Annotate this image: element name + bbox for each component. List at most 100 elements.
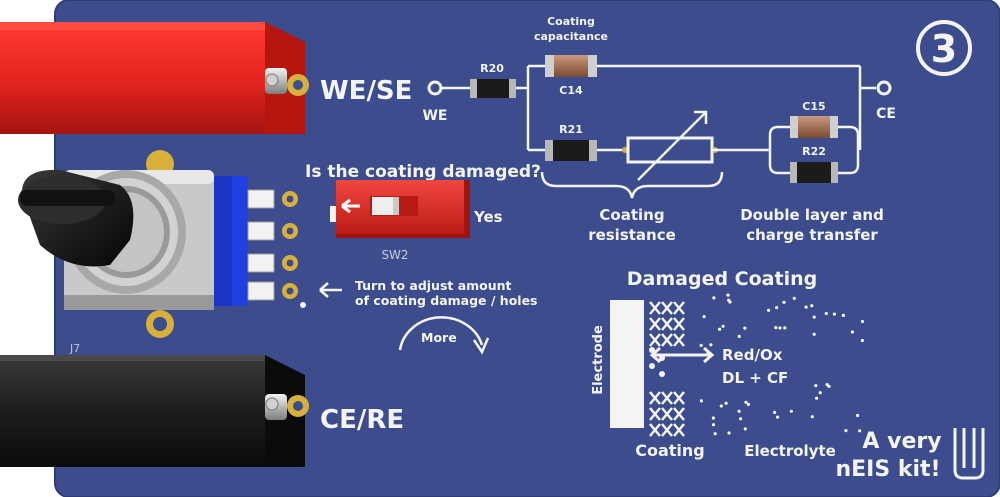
electrolyte-dot xyxy=(721,324,725,328)
electrolyte-dot xyxy=(783,326,787,330)
electrolyte-dot xyxy=(841,313,846,317)
r22-resistor xyxy=(790,162,838,183)
switch-arrow-icon xyxy=(341,198,360,214)
damaged-coating-diagram: Damaged Coating Electrode Red/Ox DL + CF… xyxy=(591,268,865,460)
coating-x-mark xyxy=(649,301,661,315)
svg-text:of coating damage / holes: of coating damage / holes xyxy=(355,293,538,308)
coating-x-mark xyxy=(649,333,661,347)
coating-x-mark xyxy=(649,423,661,437)
coating-x-mark xyxy=(673,391,685,405)
svg-text:R20: R20 xyxy=(480,62,504,75)
electrolyte-dot xyxy=(718,327,722,331)
electrolyte-dot xyxy=(832,312,837,316)
svg-text:Turn to adjust amount: Turn to adjust amount xyxy=(355,278,512,293)
board-number: 3 xyxy=(931,27,957,71)
electrolyte-dot xyxy=(812,315,816,319)
electrolyte-dot xyxy=(699,343,703,347)
ce-terminal-label: CE xyxy=(876,106,896,122)
electrolyte-dot xyxy=(782,300,786,304)
electrolyte-dot xyxy=(824,311,828,316)
electrolyte-dot xyxy=(810,415,814,419)
coating-x-mark xyxy=(673,317,685,331)
we-se-connector[interactable] xyxy=(0,22,309,134)
electrolyte-dot xyxy=(713,432,717,436)
coating-capacitance-label: Coating xyxy=(547,15,595,28)
we-terminal-label: WE xyxy=(422,108,447,124)
footer-line2: nEIS kit! xyxy=(835,457,940,482)
coating-marks xyxy=(649,301,685,437)
electrolyte-dot xyxy=(702,315,706,319)
equivalent-circuit: WE R20 Coating capacitance C14 CE R21 xyxy=(422,15,895,244)
electrolyte-dot xyxy=(744,400,748,404)
ce-re-connector[interactable] xyxy=(0,355,309,467)
electrolyte-dot xyxy=(774,326,778,330)
electrolyte-dot xyxy=(814,384,818,388)
coating-damage-switch[interactable] xyxy=(336,180,470,238)
r20-resistor xyxy=(470,79,516,98)
coating-x-mark xyxy=(661,391,673,405)
electrolyte-dot xyxy=(709,343,713,347)
c15-capacitor xyxy=(790,116,838,138)
electrolyte-dot xyxy=(743,427,747,431)
electrolyte-dot xyxy=(775,306,779,310)
footer-line1: A very xyxy=(862,429,941,454)
electrolyte-dot xyxy=(739,417,743,421)
electrolyte-dot xyxy=(746,402,751,406)
diagram-title: Damaged Coating xyxy=(627,268,817,290)
electrolyte-dot xyxy=(856,413,860,418)
electrolyte-dot xyxy=(818,391,822,395)
electrolyte-dot xyxy=(727,298,731,302)
electrolyte-dot xyxy=(743,326,747,330)
electrolyte-dot xyxy=(858,429,862,433)
svg-text:capacitance: capacitance xyxy=(534,30,608,43)
coating-x-mark xyxy=(649,317,661,331)
switch-ref: SW2 xyxy=(381,248,408,262)
board-number-badge: 3 xyxy=(916,20,972,76)
pot-instruction: Turn to adjust amount of coating damage … xyxy=(319,278,538,308)
coating-x-mark xyxy=(661,407,673,421)
electrolyte-dot xyxy=(810,304,814,308)
coating-x-mark xyxy=(661,423,673,437)
double-arrow-icon xyxy=(649,346,715,364)
svg-text:C15: C15 xyxy=(802,100,825,113)
rotate-arrow-icon xyxy=(398,316,484,351)
coating-label: Coating xyxy=(635,441,705,460)
svg-text:Electrode: Electrode xyxy=(591,325,606,395)
electrolyte-dot xyxy=(767,308,771,312)
electrolyte-dot xyxy=(789,409,793,413)
electrolyte-dot xyxy=(719,404,723,408)
svg-text:Red/Ox: Red/Ox xyxy=(722,346,783,364)
electrolyte-dot xyxy=(792,296,796,300)
switch-question: Is the coating damaged? xyxy=(305,162,541,182)
electrolyte-dot xyxy=(699,399,704,403)
switch-no-marker xyxy=(330,206,336,222)
electrolyte-dot xyxy=(706,351,710,355)
double-layer-label: Double layer and xyxy=(740,206,884,224)
potentiometer[interactable] xyxy=(18,150,298,338)
r21-resistor xyxy=(545,140,597,161)
coating-x-mark xyxy=(661,333,673,347)
electrolyte-dot xyxy=(711,423,716,427)
coating-x-mark xyxy=(673,423,685,437)
svg-text:C14: C14 xyxy=(559,84,583,97)
left-arrow-icon xyxy=(319,282,342,298)
coating-x-mark xyxy=(649,391,661,405)
c14-capacitor xyxy=(545,55,597,77)
pot-pins xyxy=(247,189,298,301)
coating-x-mark xyxy=(673,333,685,347)
pot-ref: J7 xyxy=(69,342,80,355)
svg-text:More: More xyxy=(421,330,457,345)
svg-text:R22: R22 xyxy=(802,145,826,158)
electrolyte-dot xyxy=(773,410,777,414)
electrolyte-dot xyxy=(776,415,780,419)
coating-x-mark xyxy=(673,301,685,315)
coating-resistance-label: Coating xyxy=(599,206,664,224)
electrolyte-dot xyxy=(860,319,865,324)
electrolyte-dot xyxy=(737,409,741,413)
electrolyte-dot xyxy=(727,431,731,435)
electrolyte-dot xyxy=(804,305,808,309)
electrolyte-dot xyxy=(778,326,782,330)
fork-logo-icon xyxy=(953,428,985,480)
electrolyte-label: Electrolyte xyxy=(744,442,836,460)
